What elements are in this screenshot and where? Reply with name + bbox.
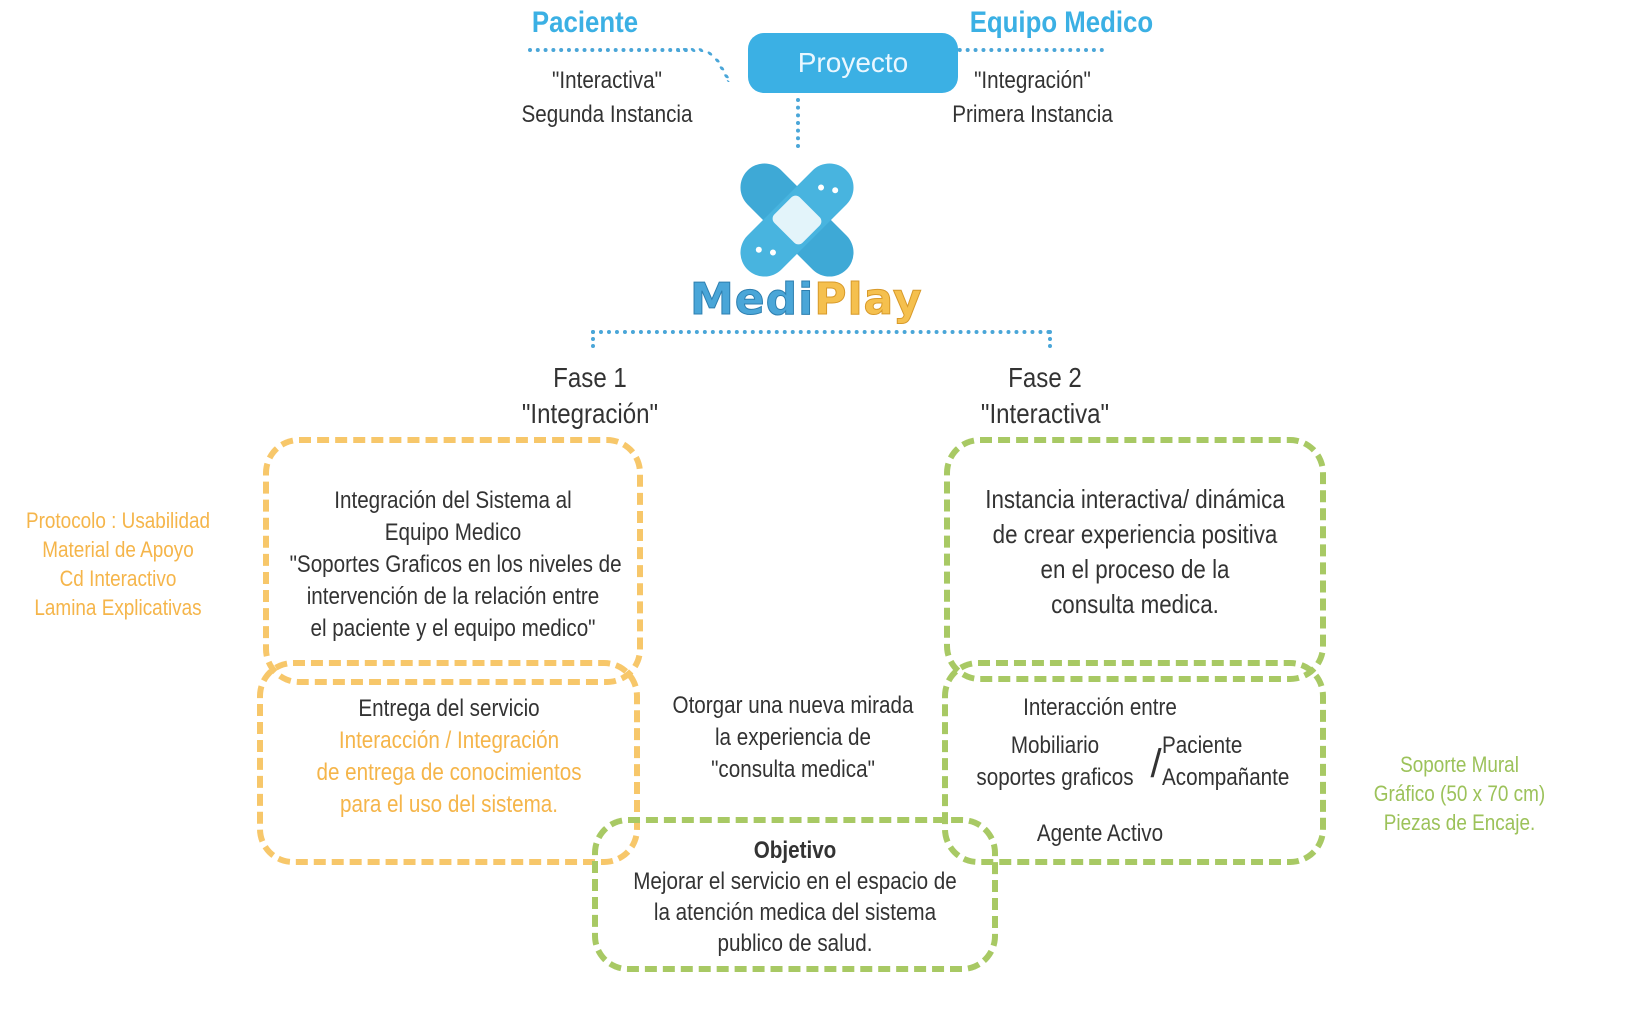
entrega-text: Entrega del servicio Interacción / Integ… bbox=[316, 695, 582, 818]
objetivo-text: Objetivo Mejorar el servicio en el espac… bbox=[633, 837, 957, 957]
phase2-branch-tick bbox=[1048, 330, 1052, 348]
agente-activo-label: Agente Activo bbox=[1036, 820, 1164, 847]
interaccion-box bbox=[942, 660, 1326, 865]
paciente-description: "Interactiva" Segunda Instancia bbox=[521, 67, 693, 128]
integracion-box bbox=[263, 437, 643, 685]
interaccion-slash: / bbox=[1150, 742, 1162, 786]
equipo-description: "Integración" Primera Instancia bbox=[952, 67, 1113, 128]
proyecto-node: Proyecto bbox=[748, 33, 958, 93]
interaccion-left-items: Mobiliario soportes graficos bbox=[976, 732, 1134, 791]
fase2-heading: Fase 2 "Interactiva" bbox=[980, 362, 1110, 429]
objetivo-box bbox=[592, 817, 998, 972]
soporte-mural-note: Soporte Mural Gráfico (50 x 70 cm) Pieza… bbox=[1373, 752, 1546, 835]
paciente-label: Paciente bbox=[531, 6, 639, 39]
integracion-text: Integración del Sistema al Equipo Medico… bbox=[289, 487, 622, 642]
interaccion-title: Interacción entre bbox=[1023, 694, 1177, 721]
proyecto-to-logo-connector bbox=[796, 98, 800, 148]
equipo-medico-label: Equipo Medico bbox=[969, 6, 1154, 39]
protocolo-note: Protocolo : Usabilidad Material de Apoyo… bbox=[25, 508, 211, 620]
bandage-logo-icon bbox=[722, 150, 872, 290]
interaccion-right-items: Paciente Acompañante bbox=[1162, 732, 1290, 791]
fase1-heading: Fase 1 "Integración" bbox=[521, 362, 659, 429]
phase-branch-connector bbox=[591, 330, 1051, 334]
paciente-connector bbox=[528, 48, 688, 52]
phase1-branch-tick bbox=[591, 330, 595, 348]
interactiva-text: Instancia interactiva/ dinámica de crear… bbox=[985, 484, 1285, 619]
mediplay-logo-text: MediPlay bbox=[689, 274, 923, 326]
interactiva-box bbox=[944, 437, 1326, 682]
center-statement: Otorgar una nueva mirada la experiencia … bbox=[672, 692, 914, 783]
entrega-box bbox=[257, 660, 640, 865]
equipo-connector bbox=[942, 48, 1104, 52]
